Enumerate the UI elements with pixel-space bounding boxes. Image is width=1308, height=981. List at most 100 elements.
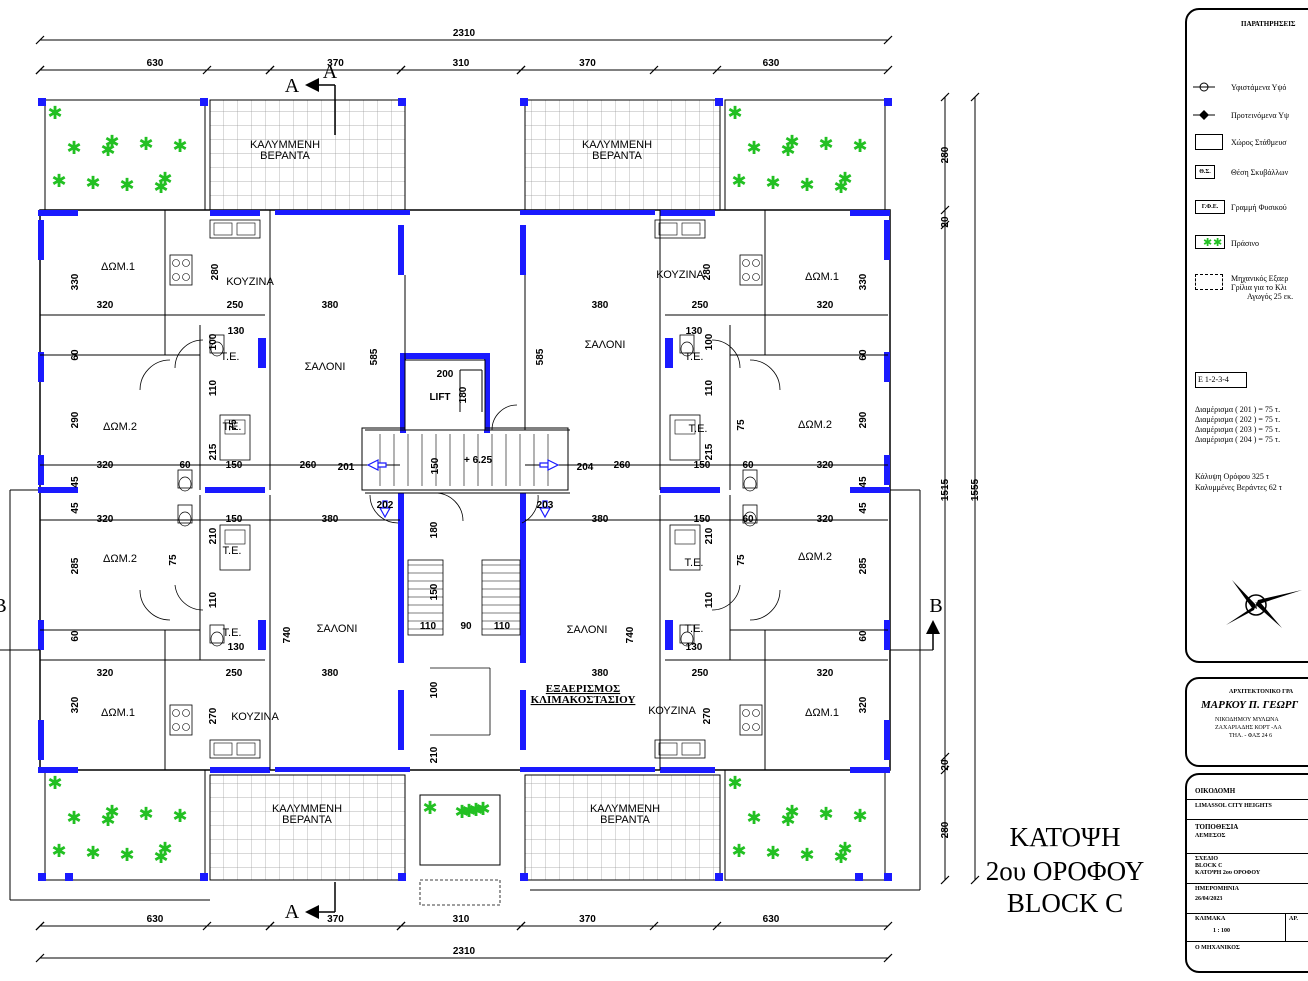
dimension-br_210: 210 bbox=[704, 527, 715, 544]
shower-icon bbox=[669, 524, 701, 571]
sink-icon bbox=[213, 742, 233, 756]
dimension-bl_150a: 150 bbox=[226, 514, 243, 525]
column bbox=[715, 873, 723, 881]
garden-center bbox=[419, 794, 501, 866]
wall bbox=[520, 767, 655, 772]
tree-icon: ✱ bbox=[837, 839, 852, 859]
units-code: Ε 1-2-3-4 bbox=[1195, 372, 1247, 388]
tree-icon: ✱ bbox=[51, 841, 66, 861]
lift-box bbox=[404, 359, 486, 431]
wall bbox=[660, 210, 715, 216]
dimension-c_180: 180 bbox=[429, 521, 440, 538]
dimension-stair_625: + 6.25 bbox=[464, 455, 493, 466]
line-abbr: Γ.Φ.Ε. bbox=[1195, 200, 1225, 214]
dimension-tr_290: 290 bbox=[858, 411, 869, 428]
veranda-bottom-right bbox=[524, 774, 721, 881]
dimension-tl_320b: 320 bbox=[97, 460, 114, 471]
kitchen-label: ΚΟΥΖΙΝΑ bbox=[648, 705, 696, 717]
garden-top-left bbox=[44, 99, 206, 211]
wc-label: Τ.Ε. bbox=[223, 421, 242, 433]
column bbox=[200, 98, 208, 106]
wall bbox=[660, 767, 715, 773]
dimension-tr_280k: 280 bbox=[702, 263, 713, 280]
column bbox=[884, 873, 892, 881]
toilet-icon bbox=[178, 511, 192, 527]
tree-icon: ✱ bbox=[157, 839, 172, 859]
dimension-br_110: 110 bbox=[704, 591, 715, 608]
dimension-veranda-bottom: 280 bbox=[940, 821, 951, 838]
legend-proposed: Προτεινόμενα Υψ bbox=[1231, 111, 1290, 120]
dimension-tl_75a: 75 bbox=[228, 419, 239, 431]
tree-icon: ✱ bbox=[138, 134, 153, 154]
dimension-tr_320a: 320 bbox=[817, 300, 834, 311]
tree-icon: ✱ bbox=[100, 140, 115, 160]
sink-icon bbox=[236, 222, 256, 236]
legend-bins: Θέση Σκυβάλλων bbox=[1231, 168, 1289, 177]
dimension-bl_60: 60 bbox=[70, 630, 81, 642]
dimension-tr_45a: 45 bbox=[858, 476, 869, 488]
basin-icon bbox=[674, 419, 696, 435]
dimension-c_90: 90 bbox=[460, 621, 472, 632]
tree-icon: ✱ bbox=[119, 175, 134, 195]
bins-abbr: Θ.Σ. bbox=[1195, 165, 1215, 179]
door-swing bbox=[139, 359, 171, 391]
dimension-bl_285: 285 bbox=[70, 557, 81, 574]
plan-line bbox=[202, 921, 212, 931]
shower-icon bbox=[219, 524, 251, 571]
dimension-bl_380b: 380 bbox=[322, 668, 339, 679]
dimension-tr_60b: 60 bbox=[742, 460, 754, 471]
bedroom1-label: ΔΩΜ.1 bbox=[101, 261, 135, 273]
architect-line3: ΝΙΚΟΔΗΜΟΥ ΜΥΛΩΝΑ bbox=[1215, 717, 1279, 723]
tree-icon: ✱ bbox=[784, 802, 799, 822]
tree-icon: ✱ bbox=[727, 773, 742, 793]
dimension-bl_75: 75 bbox=[168, 554, 179, 566]
plan-line bbox=[883, 35, 893, 45]
stove-icon bbox=[739, 254, 763, 286]
toilet-icon bbox=[177, 504, 193, 524]
sink-icon bbox=[209, 219, 261, 239]
tree-icon: ✱ bbox=[85, 843, 100, 863]
wall bbox=[884, 455, 890, 485]
direction-arrow-icon bbox=[378, 500, 392, 519]
dimension-tl_100a: 100 bbox=[208, 333, 219, 350]
plan-line bbox=[883, 65, 893, 75]
green-icon: ✱✱ bbox=[1195, 235, 1225, 249]
basin-icon bbox=[674, 529, 696, 545]
wall bbox=[258, 620, 266, 650]
plan-line bbox=[883, 953, 893, 963]
architect-panel: ΑΡΧΙΤΕΚΤΟΝΙΚΟ ΓΡΑ ΜΑΡΚΟΥ Π. ΓΕΩΡΓ ΝΙΚΟΔΗ… bbox=[1185, 677, 1308, 767]
dimension-tl_290: 290 bbox=[70, 411, 81, 428]
wall bbox=[884, 220, 890, 260]
tree-icon: ✱ bbox=[833, 177, 848, 197]
dimension-segment: 630 bbox=[763, 914, 780, 925]
tree-icon: ✱ bbox=[153, 847, 168, 867]
toilet-icon bbox=[178, 476, 192, 492]
tree-icon: ✱ bbox=[746, 808, 761, 828]
toilet-icon bbox=[177, 469, 193, 489]
wall bbox=[210, 210, 260, 216]
wall bbox=[275, 210, 410, 215]
svg-text:N: N bbox=[1251, 601, 1258, 611]
dimension-segment: 630 bbox=[763, 58, 780, 69]
wall bbox=[205, 487, 265, 493]
plan-line bbox=[35, 953, 45, 963]
legend-parking: Χώρος Στάθμευσ bbox=[1231, 138, 1287, 147]
wall bbox=[850, 767, 890, 773]
legend-panel: ΠΑΡΑΤΗΡΗΣΕΙΣ Υφιστάμενα Υψό Προτεινόμενα… bbox=[1185, 8, 1308, 663]
dimension-tl_330: 330 bbox=[70, 273, 81, 290]
stove-icon bbox=[742, 259, 750, 267]
plan-line bbox=[940, 875, 950, 885]
door-swing bbox=[711, 584, 741, 611]
tree-icon: ✱ bbox=[104, 802, 119, 822]
door-swing bbox=[139, 589, 171, 621]
tree-icon: ✱ bbox=[833, 847, 848, 867]
veranda-bottom-left bbox=[209, 774, 406, 881]
sink-icon bbox=[658, 742, 678, 756]
dimension-br_320a: 320 bbox=[817, 514, 834, 525]
title-block: ΟΙΚΟΔΟΜΗ LIMASSOL CITY HEIGHTS ΤΟΠΟΘΕΣΙΑ… bbox=[1185, 773, 1308, 973]
sink-icon bbox=[213, 222, 233, 236]
toilet-icon bbox=[742, 504, 758, 524]
